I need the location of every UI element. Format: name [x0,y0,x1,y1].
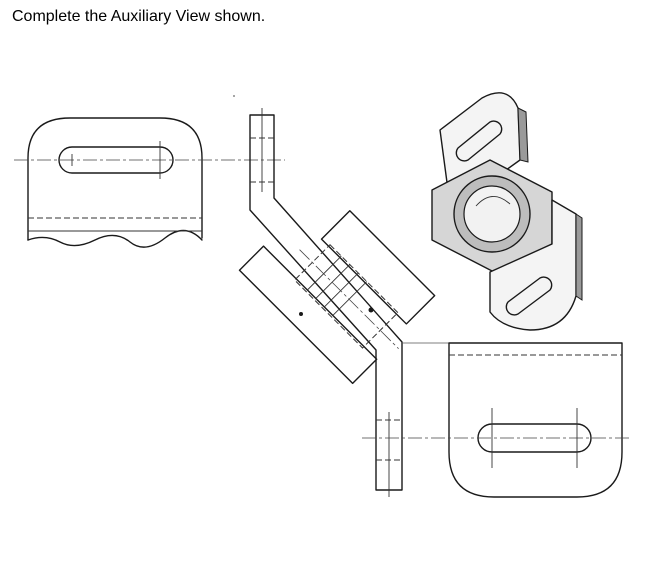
hub-centerline [299,249,399,349]
iso-lower-slot [505,276,553,316]
instruction-text: Complete the Auxiliary View shown. [12,8,266,25]
profile-outline [249,114,403,491]
hub-point-right [368,307,374,313]
bent-profile-view [249,108,403,497]
front-view-outline [448,342,623,498]
iso-hub-bore [463,185,521,243]
hub-hatch-2 [315,264,351,299]
iso-upper-slot [455,120,503,162]
stray-mark [233,95,235,97]
front-view [362,342,632,498]
hub-hatch-4 [332,281,368,316]
hub-point-left [299,312,303,316]
iso-lower-tab [489,199,577,331]
iso-lower-tab-side [575,213,583,301]
iso-upper-tab-side [517,107,529,163]
aux-view-outline [27,117,203,241]
hub-hatch-1 [307,255,342,291]
partial-auxiliary-view [14,117,285,248]
isometric-pictorial [431,92,583,331]
inclined-hub [238,210,436,385]
aux-view-break-line [27,229,203,248]
hub-hatch-3 [324,272,359,308]
iso-hub-bore-edge [475,196,511,207]
hub-lower-block [238,245,378,385]
hub-upper-block [320,210,436,325]
